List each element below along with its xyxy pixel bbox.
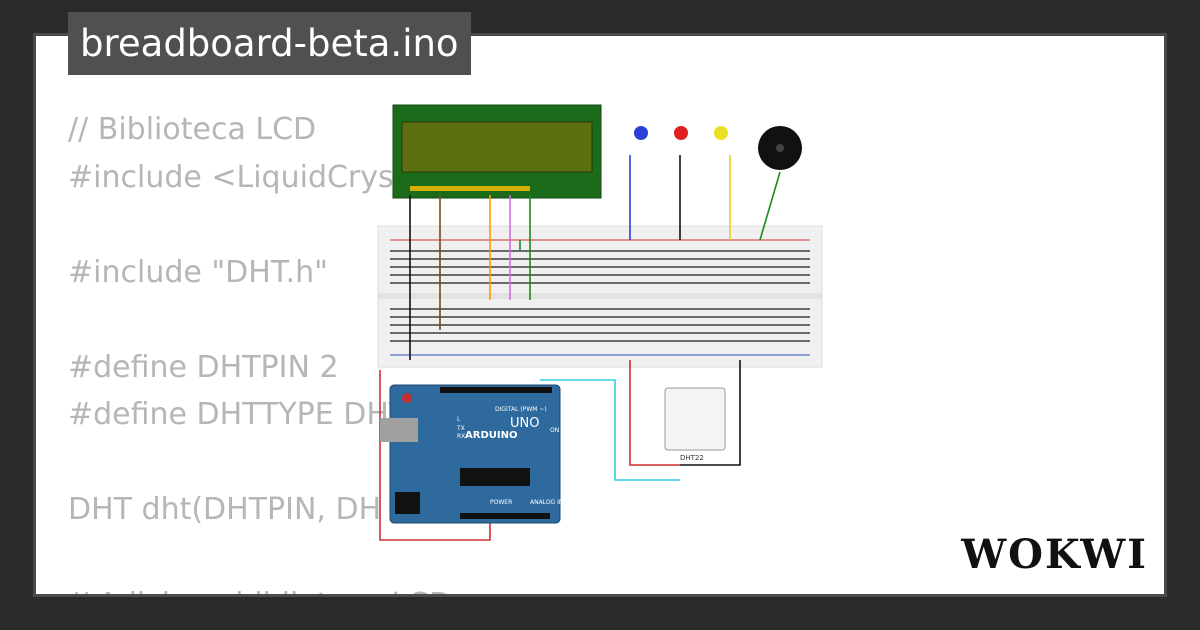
digital-label: DIGITAL (PWM ~) — [495, 406, 547, 413]
code-line: #include <LiquidCryst — [68, 159, 406, 195]
code-preview: // Biblioteca LCD #include <LiquidCryst … — [68, 106, 452, 594]
code-line: #define DHTPIN 2 — [68, 349, 339, 385]
circuit-diagram: ARDUINO UNO DIGITAL (PWM ~) POWER ANALOG… — [377, 104, 823, 541]
code-line: #define DHTTYPE DHT — [68, 397, 408, 432]
power-label: POWER — [490, 499, 512, 506]
code-line: #include "DHT.h" — [68, 254, 328, 290]
code-line: DHT dht(DHTPIN, DH — [68, 492, 382, 527]
tx-label: TX — [456, 425, 465, 432]
arduino-label: ARDUINO — [465, 430, 517, 441]
project-title[interactable]: breadboard-beta.ino — [68, 12, 471, 75]
led-yellow — [714, 126, 728, 140]
arduino-board: ARDUINO UNO DIGITAL (PWM ~) POWER ANALOG… — [380, 384, 563, 524]
breadboard — [377, 225, 823, 368]
lcd-display — [392, 104, 602, 199]
on-label: ON — [550, 427, 559, 434]
l-label: L — [457, 416, 461, 423]
dht22-sensor: DHT22 — [664, 387, 726, 462]
wires — [379, 155, 781, 541]
analog-label: ANALOG IN — [530, 499, 563, 506]
led-blue — [634, 126, 648, 140]
sensor-label: DHT22 — [680, 454, 704, 462]
brand-logo: WOKWI — [961, 531, 1148, 578]
code-line: // Adiciona biblioteca LCD — [68, 581, 452, 594]
code-line: // Biblioteca LCD — [68, 112, 317, 147]
rx-label: RX — [457, 433, 465, 440]
buzzer — [758, 126, 802, 170]
arduino-model: UNO — [510, 416, 539, 431]
led-red — [674, 126, 688, 140]
